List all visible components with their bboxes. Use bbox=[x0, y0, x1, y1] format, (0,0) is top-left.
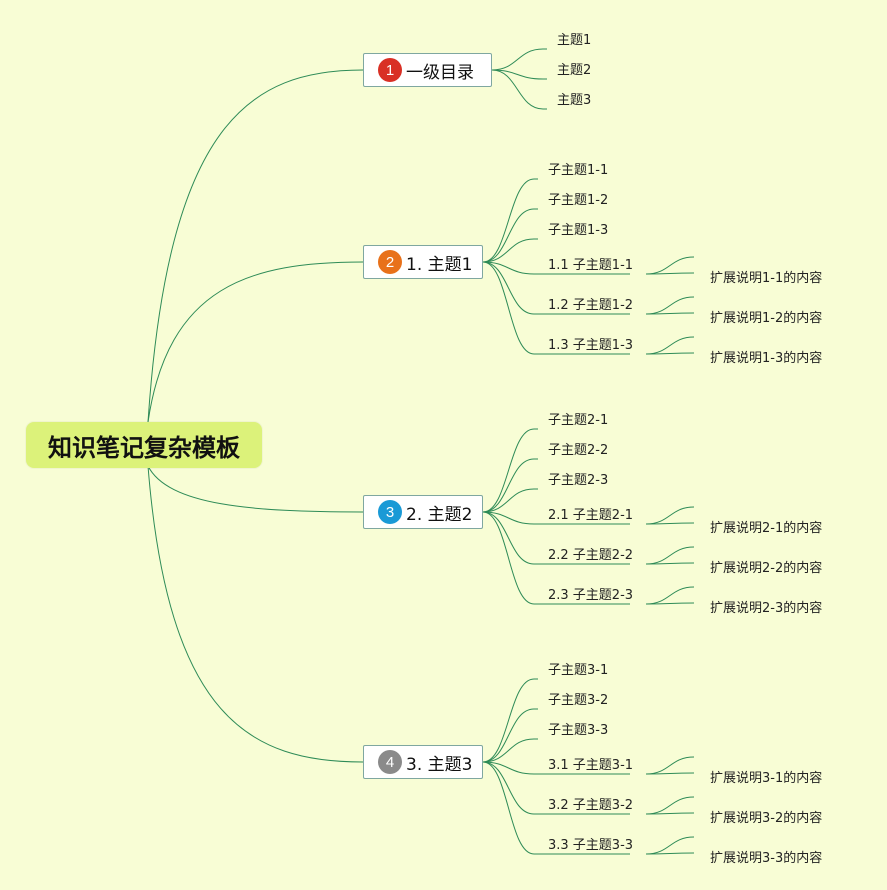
detail-topic[interactable]: 2.1 子主题2-1 bbox=[548, 508, 634, 523]
subtopic[interactable]: 子主题1-3 bbox=[548, 223, 609, 238]
detail-topic[interactable]: 2.3 子主题2-3 bbox=[548, 588, 634, 603]
subtopic[interactable]: 子主题1-2 bbox=[548, 193, 609, 208]
detail-topic[interactable]: 3.2 子主题3-2 bbox=[548, 798, 634, 813]
expansion-note[interactable]: 扩展说明1-1的内容 bbox=[710, 271, 823, 286]
detail-topic[interactable]: 1.1 子主题1-1 bbox=[548, 258, 634, 273]
subtopic[interactable]: 主题1 bbox=[557, 33, 592, 48]
expansion-note[interactable]: 扩展说明3-3的内容 bbox=[710, 851, 823, 866]
detail-topic[interactable]: 3.3 子主题3-3 bbox=[548, 838, 634, 853]
expansion-note[interactable]: 扩展说明2-2的内容 bbox=[710, 561, 823, 576]
expansion-note[interactable]: 扩展说明3-2的内容 bbox=[710, 811, 823, 826]
number-badge-icon: 1 bbox=[378, 58, 402, 82]
subtopic[interactable]: 主题2 bbox=[557, 63, 592, 78]
subtopic[interactable]: 子主题2-3 bbox=[548, 473, 609, 488]
expansion-note[interactable]: 扩展说明1-2的内容 bbox=[710, 311, 823, 326]
expansion-note[interactable]: 扩展说明2-3的内容 bbox=[710, 601, 823, 616]
subtopic[interactable]: 子主题2-1 bbox=[548, 413, 609, 428]
subtopic[interactable]: 子主题1-1 bbox=[548, 163, 609, 178]
number-badge-icon: 3 bbox=[378, 500, 402, 524]
branch-topic-label: 2. 主题2 bbox=[406, 504, 473, 525]
subtopic[interactable]: 子主题3-1 bbox=[548, 663, 609, 678]
expansion-note[interactable]: 扩展说明1-3的内容 bbox=[710, 351, 823, 366]
root-topic[interactable]: 知识笔记复杂模板 bbox=[26, 422, 262, 468]
detail-topic[interactable]: 1.3 子主题1-3 bbox=[548, 338, 634, 353]
number-badge-icon: 4 bbox=[378, 750, 402, 774]
subtopic[interactable]: 子主题2-2 bbox=[548, 443, 609, 458]
expansion-note[interactable]: 扩展说明3-1的内容 bbox=[710, 771, 823, 786]
subtopic[interactable]: 子主题3-2 bbox=[548, 693, 609, 708]
subtopic[interactable]: 子主题3-3 bbox=[548, 723, 609, 738]
number-badge-icon: 2 bbox=[378, 250, 402, 274]
detail-topic[interactable]: 1.2 子主题1-2 bbox=[548, 298, 634, 313]
branch-topic-label: 一级目录 bbox=[406, 62, 474, 83]
root-topic-label: 知识笔记复杂模板 bbox=[48, 433, 240, 462]
expansion-note[interactable]: 扩展说明2-1的内容 bbox=[710, 521, 823, 536]
branch-topic-label: 1. 主题1 bbox=[406, 254, 473, 275]
detail-topic[interactable]: 2.2 子主题2-2 bbox=[548, 548, 634, 563]
detail-topic[interactable]: 3.1 子主题3-1 bbox=[548, 758, 634, 773]
branch-topic-label: 3. 主题3 bbox=[406, 754, 473, 775]
subtopic[interactable]: 主题3 bbox=[557, 93, 592, 108]
